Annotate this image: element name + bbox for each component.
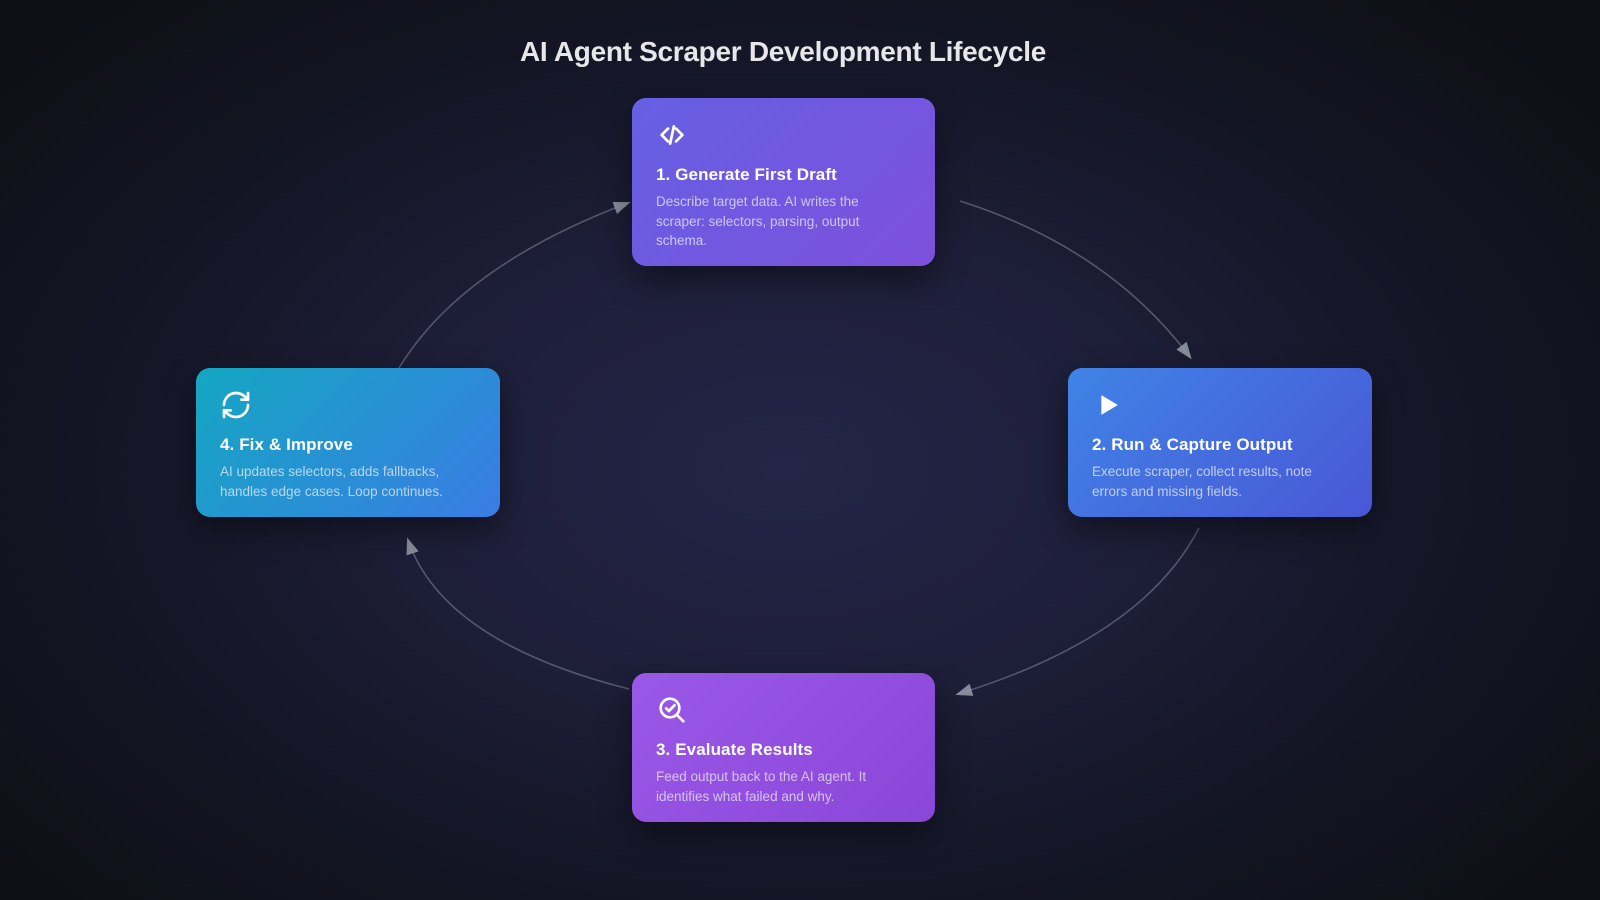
step-description: Describe target data. AI writes the scra… [656,194,860,248]
page-title: AI Agent Scraper Development Lifecycle [520,36,1046,67]
arrow-fix-to-generate [398,201,631,369]
step-card-run-capture-output: 2. Run & Capture Output Execute scraper,… [1068,368,1372,517]
step-card-generate-first-draft: 1. Generate First Draft Describe target … [632,98,935,266]
step-description: Execute scraper, collect results, note e… [1092,464,1312,499]
search-check-icon [656,694,911,728]
arrow-run-to-evaluate [955,527,1200,696]
step-title: 3. Evaluate Results [656,740,813,759]
step-title: 1. Generate First Draft [656,165,837,184]
step-card-fix-improve: 4. Fix & Improve AI updates selectors, a… [196,368,500,517]
step-title: 4. Fix & Improve [220,435,353,454]
play-icon [1092,389,1348,423]
code-icon [656,119,911,153]
refresh-icon [220,389,476,423]
step-description: Feed output back to the AI agent. It ide… [656,769,867,804]
arrow-evaluate-to-fix [406,537,630,690]
step-card-evaluate-results: 3. Evaluate Results Feed output back to … [632,673,935,822]
arrow-generate-to-run [959,200,1192,360]
step-title: 2. Run & Capture Output [1092,435,1293,454]
step-description: AI updates selectors, adds fallbacks, ha… [220,464,443,499]
